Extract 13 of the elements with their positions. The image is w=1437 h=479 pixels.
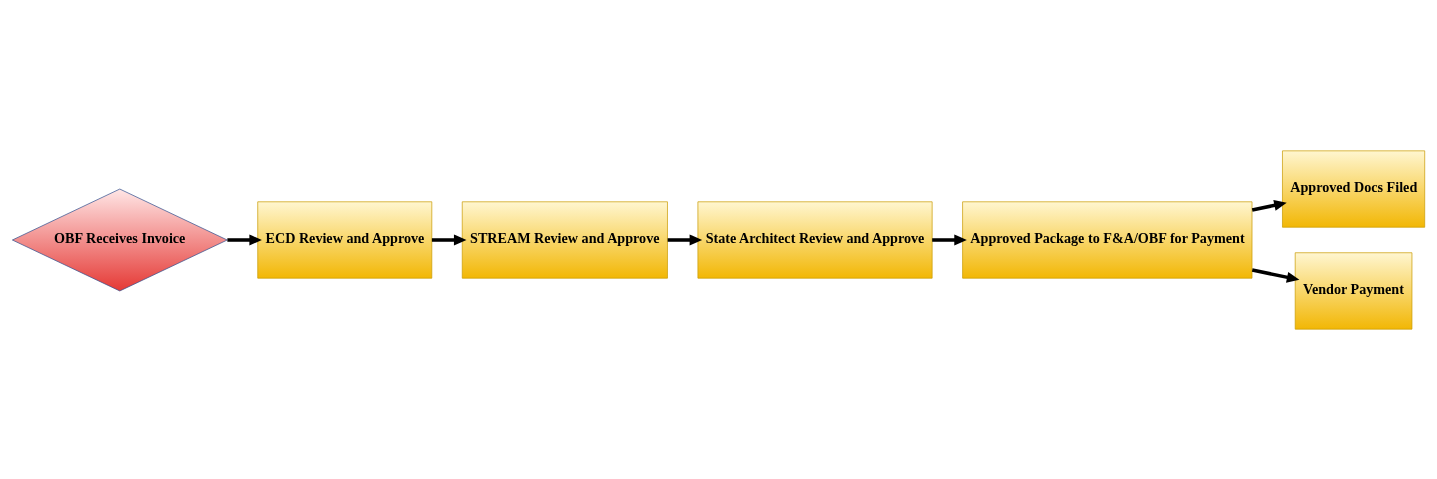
- node-box: Vendor Payment: [1294, 251, 1413, 330]
- arrow: [1251, 199, 1287, 212]
- arrow: [227, 234, 262, 245]
- arrow: [431, 234, 467, 245]
- node-box: STREAM Review and Approve: [461, 200, 668, 279]
- arrow: [1251, 267, 1300, 283]
- node-box: ECD Review and Approve: [257, 200, 433, 279]
- node-box: State Architect Review and Approve: [697, 200, 933, 279]
- node-box: Approved Docs Filed: [1282, 149, 1426, 228]
- arrow: [932, 234, 967, 245]
- node-box: Approved Package to F&A/OBF for Payment: [962, 200, 1253, 279]
- arrow: [667, 234, 703, 245]
- node-diamond: OBF Receives Invoice: [12, 188, 228, 291]
